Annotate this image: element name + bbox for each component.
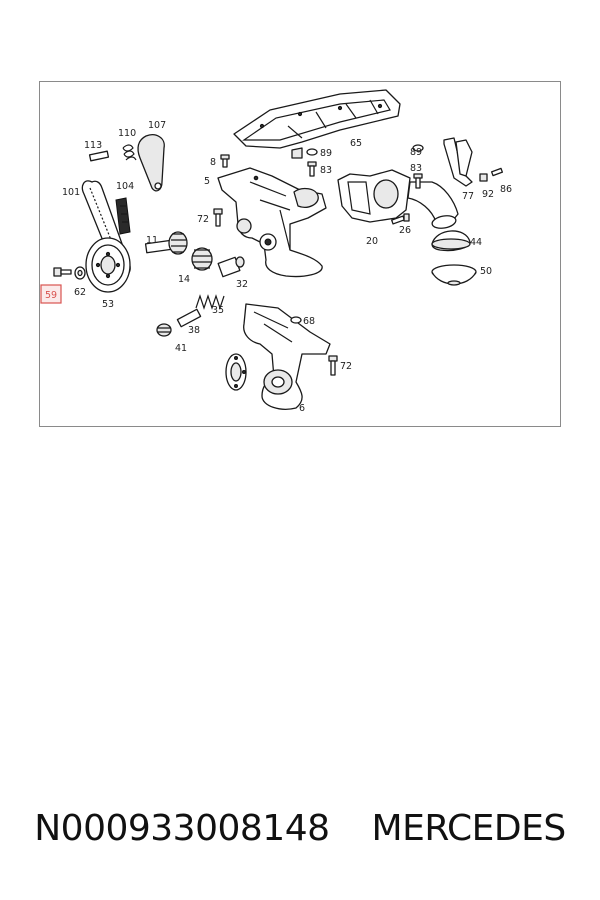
part-pulley[interactable]: [85, 237, 131, 293]
label-89-middle: 89: [320, 148, 332, 159]
part-bolt-72-lower[interactable]: [328, 355, 338, 376]
label-62: 62: [74, 287, 86, 298]
part-bolt-59[interactable]: [53, 267, 72, 277]
label-26: 26: [399, 225, 411, 236]
brand-name: MERCEDES: [371, 808, 567, 849]
label-38: 38: [188, 325, 200, 336]
label-83-right: 83: [410, 163, 422, 174]
part-gear-shaft[interactable]: [144, 231, 188, 255]
part-pin[interactable]: [88, 150, 110, 162]
part-nut-92[interactable]: [479, 173, 488, 182]
part-gear-14[interactable]: [191, 247, 213, 271]
part-spring[interactable]: [122, 144, 137, 161]
label-104: 104: [116, 181, 134, 192]
label-113: 113: [84, 140, 102, 151]
part-number: N000933008148: [34, 808, 330, 849]
part-strainer[interactable]: [431, 264, 477, 286]
label-11: 11: [146, 235, 158, 246]
part-spring-35[interactable]: [195, 294, 225, 310]
label-92: 92: [482, 189, 494, 200]
label-72-upper: 72: [197, 214, 209, 225]
part-bracket[interactable]: [443, 137, 473, 187]
part-lower-pump[interactable]: [225, 303, 331, 410]
part-bolt-26[interactable]: [391, 213, 410, 225]
label-72-lower: 72: [340, 361, 352, 372]
label-101: 101: [62, 187, 80, 198]
label-110: 110: [118, 128, 136, 139]
part-bolt-72-upper[interactable]: [213, 208, 223, 227]
label-68: 68: [303, 316, 315, 327]
label-20: 20: [366, 236, 378, 247]
label-44: 44: [470, 237, 482, 248]
part-plug[interactable]: [156, 323, 172, 337]
label-5: 5: [204, 176, 210, 187]
part-bolt-83a[interactable]: [307, 161, 317, 177]
label-50: 50: [480, 266, 492, 277]
label-14: 14: [178, 274, 190, 285]
label-83-middle: 83: [320, 165, 332, 176]
highlight-box: [40, 284, 62, 304]
part-oil-pump-housing[interactable]: [217, 167, 327, 278]
part-washer-89b[interactable]: [412, 144, 424, 152]
part-filter-housing[interactable]: [337, 169, 459, 230]
diagram-frame: 113 110 107 101 104 8 5 72 65 89 83 89 8…: [39, 81, 561, 427]
caption: N000933008148 MERCEDES: [0, 808, 600, 849]
part-bolt-86[interactable]: [490, 167, 504, 177]
part-bolt-8[interactable]: [220, 154, 230, 168]
label-77: 77: [462, 191, 474, 202]
label-41: 41: [175, 343, 187, 354]
part-tensioner[interactable]: [115, 197, 131, 235]
part-sleeve[interactable]: [217, 256, 245, 278]
part-rail[interactable]: [137, 134, 165, 192]
label-8: 8: [210, 157, 216, 168]
part-gasket[interactable]: [233, 89, 401, 159]
label-32: 32: [236, 279, 248, 290]
label-86: 86: [500, 184, 512, 195]
part-washer-89a[interactable]: [306, 148, 318, 156]
label-65: 65: [350, 138, 362, 149]
part-bolt-83b[interactable]: [413, 173, 423, 189]
part-cap[interactable]: [431, 230, 471, 252]
part-piston[interactable]: [176, 308, 202, 328]
label-89-right: 89: [410, 147, 422, 158]
label-6: 6: [299, 403, 305, 414]
label-107: 107: [148, 120, 166, 131]
label-53: 53: [102, 299, 114, 310]
part-washer-68[interactable]: [290, 316, 302, 324]
parts-diagram: 113 110 107 101 104 8 5 72 65 89 83 89 8…: [40, 89, 512, 414]
label-35: 35: [212, 305, 224, 316]
label-59[interactable]: 59: [45, 290, 57, 301]
part-washer-62[interactable]: [74, 266, 86, 280]
